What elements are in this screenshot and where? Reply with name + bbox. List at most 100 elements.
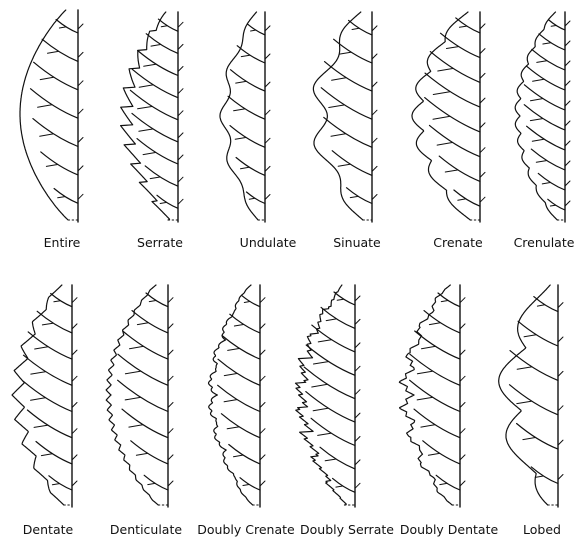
leaf-veinlet <box>178 177 183 182</box>
leaf-vein <box>410 380 460 411</box>
caption-doubly-crenate: Doubly Crenate <box>197 524 294 537</box>
leaf-veinlet <box>40 77 53 79</box>
leaf-vein <box>333 478 355 492</box>
leaf-veinlet <box>224 400 237 402</box>
leaf-vein <box>524 85 565 110</box>
leaf-veinlet <box>137 323 148 325</box>
leaf-veinlet <box>78 109 83 114</box>
leaf-veinlet <box>125 397 140 400</box>
leaf-veinlet <box>433 92 450 95</box>
leaf-vein <box>218 385 260 411</box>
leaf-veinlet <box>558 406 563 411</box>
leaf-veinlet <box>447 47 459 49</box>
leaf-veinlet <box>72 403 77 408</box>
leaf-veinlet <box>537 61 547 63</box>
caption-denticulate: Denticulate <box>110 524 182 537</box>
leaf-veinlet <box>31 398 46 401</box>
leaf-veinlet <box>337 299 343 300</box>
leaf-vein <box>157 195 178 208</box>
leaf-veinlet <box>355 319 360 324</box>
leaf-vein <box>549 20 565 30</box>
leaf-veinlet <box>35 347 48 349</box>
leaf-vein <box>42 39 78 61</box>
leaf-veinlet <box>480 172 485 177</box>
leaf-margin-outline <box>412 12 470 220</box>
caption-entire: Entire <box>44 237 81 250</box>
leaf-vein <box>221 414 260 438</box>
leaf-veinlet <box>318 340 331 342</box>
leaf-veinlet <box>260 455 265 460</box>
leaf-crenate <box>412 12 485 222</box>
leaf-vein <box>240 478 260 490</box>
leaf-vein <box>118 380 168 411</box>
leaf-veinlet <box>78 138 83 143</box>
leaf-veinlet <box>524 335 536 337</box>
leaf-veinlet <box>460 26 467 27</box>
leaf-vein <box>441 33 481 57</box>
leaf-veinlet <box>148 483 155 484</box>
leaf-veinlet <box>260 403 265 408</box>
leaf-vein <box>158 19 178 31</box>
leaf-veinlet <box>460 429 465 434</box>
leaf-veinlet <box>480 197 485 202</box>
leaf-veinlet <box>78 166 83 171</box>
leaf-veinlet <box>72 481 77 486</box>
leaf-vein <box>321 307 355 328</box>
leaf-vein <box>49 476 72 490</box>
leaf-veinlet <box>551 26 556 27</box>
leaf-veinlet <box>550 205 555 206</box>
leaf-veinlet <box>129 425 143 427</box>
leaf-veinlet <box>241 55 249 56</box>
leaf-veinlet <box>265 26 270 31</box>
leaf-doubly-crenate <box>209 285 266 507</box>
leaf-veinlet <box>314 362 329 364</box>
leaf-veinlet <box>565 101 570 106</box>
leaf-veinlet <box>535 476 543 477</box>
leaf-veinlet <box>265 166 270 171</box>
leaf-veinlet <box>58 197 65 198</box>
leaf-veinlet <box>265 54 270 59</box>
leaf-veinlet <box>160 202 166 203</box>
leaf-veinlet <box>517 401 532 403</box>
leaf-vein <box>324 117 372 147</box>
leaf-veinlet <box>339 52 351 54</box>
leaf-veinlet <box>480 49 485 54</box>
leaf-veinlet <box>530 119 542 121</box>
leaf-veinlet <box>139 85 153 87</box>
leaf-veinlet <box>178 89 183 94</box>
leaf-veinlet <box>168 350 173 355</box>
leaf-veinlet <box>235 138 246 140</box>
leaf-veinlet <box>228 349 239 351</box>
leaf-veinlet <box>421 425 435 427</box>
leaf-vein <box>123 331 168 359</box>
leaf-veinlet <box>355 343 360 348</box>
leaf-vein <box>347 188 373 204</box>
leaf-veinlet <box>372 82 377 87</box>
leaf-vein <box>456 18 480 33</box>
leaf-veinlet <box>355 413 360 418</box>
leaf-vein <box>51 294 72 307</box>
leaf-vein <box>222 336 260 360</box>
leaf-vein <box>231 70 266 91</box>
leaf-veinlet <box>241 167 250 169</box>
leaf-vein <box>334 292 355 305</box>
leaf-vein <box>517 424 558 450</box>
leaf-veinlet <box>318 433 331 435</box>
leaf-entire <box>20 10 83 222</box>
leaf-veinlet <box>325 459 336 461</box>
leaf-veinlet <box>558 303 563 308</box>
leaf-vein <box>27 410 72 438</box>
leaf-veinlet <box>372 138 377 143</box>
leaf-veinlet <box>355 390 360 395</box>
leaf-vein <box>306 345 355 375</box>
leaf-veinlet <box>480 123 485 128</box>
leaf-margin-outline <box>220 12 258 220</box>
leaf-veinlet <box>543 43 551 44</box>
leaf-vein <box>548 199 565 210</box>
leaf-veinlet <box>517 367 531 369</box>
leaf-vein <box>538 173 565 190</box>
leaf-veinlet <box>138 107 152 109</box>
leaf-vein <box>438 293 460 307</box>
leaf-veinlet <box>227 427 239 429</box>
